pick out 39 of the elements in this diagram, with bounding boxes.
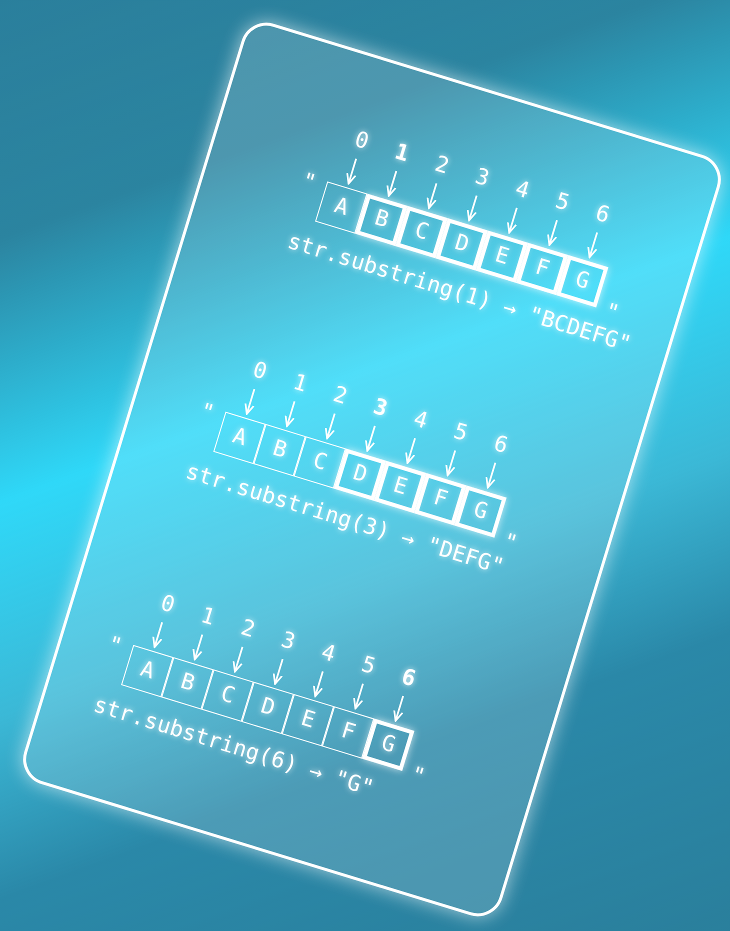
- arrow: [393, 696, 404, 722]
- arrow: [466, 195, 478, 222]
- arrow: [313, 671, 324, 698]
- arrow: [244, 388, 256, 415]
- arrow: [507, 208, 518, 234]
- arrow: [192, 634, 204, 660]
- character-cell: C: [395, 206, 448, 258]
- character-cell: A: [121, 644, 174, 698]
- arrow: [152, 622, 164, 648]
- character-cell: G: [454, 485, 507, 538]
- character-cell: E: [476, 230, 528, 283]
- character-cell: A: [315, 181, 368, 234]
- arrow: [405, 438, 416, 464]
- character-cell: C: [294, 436, 346, 489]
- arrow: [486, 462, 496, 488]
- arrow: [284, 401, 296, 428]
- character-cell: C: [201, 669, 254, 722]
- character-cell: G: [556, 255, 608, 308]
- character-cell: A: [213, 412, 266, 464]
- character-cell: G: [362, 718, 414, 771]
- arrow: [587, 232, 598, 258]
- character-cell: B: [355, 194, 408, 246]
- arrow: [547, 220, 558, 246]
- character-cell: F: [516, 242, 568, 296]
- arrow: [272, 658, 284, 685]
- arrow: [353, 683, 364, 710]
- arrow: [346, 158, 358, 185]
- character-cell: B: [253, 424, 306, 476]
- arrow: [365, 426, 376, 452]
- arrow: [426, 183, 438, 210]
- arrow: [324, 413, 336, 440]
- arrow: [445, 450, 456, 476]
- character-cell: E: [282, 694, 334, 746]
- arrow: [386, 170, 398, 197]
- character-cell: F: [322, 706, 374, 759]
- arrow: [232, 646, 244, 673]
- character-cell: E: [374, 460, 426, 514]
- character-cell: B: [161, 657, 214, 710]
- character-cell: F: [414, 473, 466, 526]
